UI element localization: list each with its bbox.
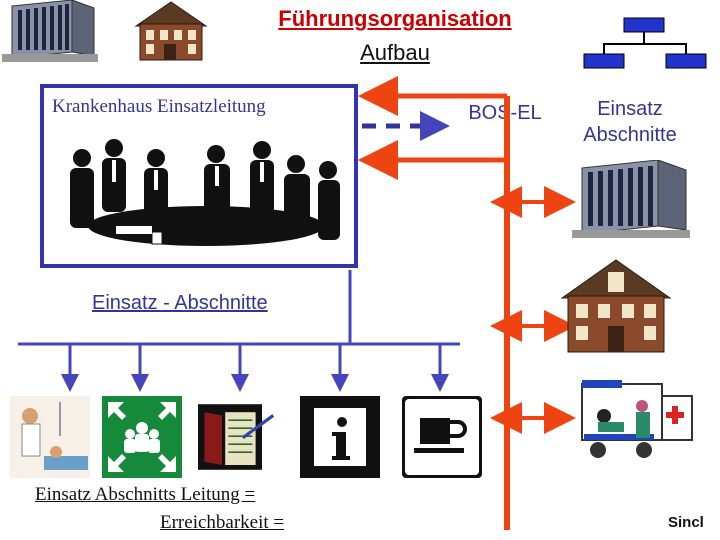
hospital-building-icon-right: [572, 160, 690, 238]
ambulance-icon: [581, 380, 693, 458]
einsatz-abschnitte-label: Einsatz Abschnitte: [560, 96, 700, 148]
house-icon: [134, 1, 208, 61]
meeting-people-illustration: [70, 139, 340, 246]
einsatz-abschnitte-line-2: Abschnitte: [583, 124, 677, 146]
einsatz-abschnitte-heading: Einsatz - Abschnitte: [92, 292, 268, 314]
coffee-cup-icon: [402, 396, 482, 478]
einsatz-abschnitte-line-1: Einsatz: [597, 98, 663, 120]
book-icon: [198, 404, 275, 470]
information-icon: [300, 396, 380, 478]
house-icon-right: [560, 259, 672, 353]
hospital-building-icon: [2, 0, 98, 62]
title-line-2: Aufbau: [360, 40, 430, 65]
assembly-point-icon: [102, 396, 182, 478]
title-line-1: Führungsorganisation: [278, 6, 512, 31]
patient-care-icon: [10, 396, 90, 478]
einsatz-abschnitts-leitung-label: Einsatz Abschnitts Leitung =: [35, 484, 256, 505]
kel-label: Krankenhaus Einsatzleitung: [52, 96, 266, 117]
erreichbarkeit-label: Erreichbarkeit =: [160, 512, 285, 533]
org-chart-icon: [583, 17, 707, 69]
footer-text: Sincl: [668, 514, 704, 531]
